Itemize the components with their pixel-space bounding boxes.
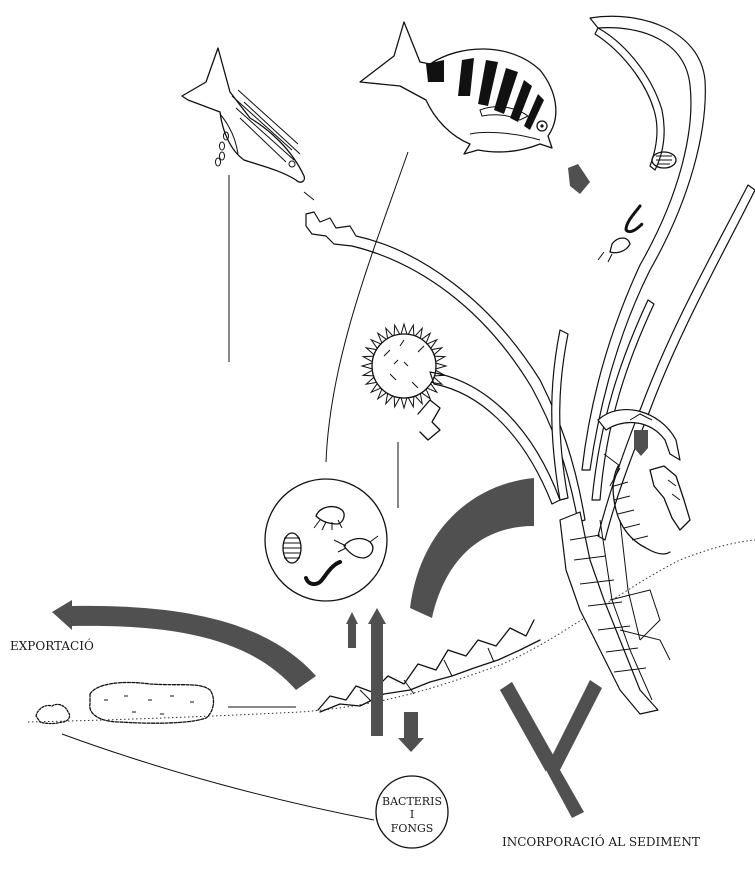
sediment-label: INCORPORACIÓ AL SEDIMENT [502,833,700,849]
sea-bream-fish-icon [360,22,556,154]
invertebrates-circle-icon [265,479,387,601]
litter-up-arrow [368,608,386,736]
urchin-spine [427,340,437,349]
bream-grazing-arrow [568,164,590,194]
sea-cucumber-icon [36,682,213,723]
urchin-spine [427,384,437,393]
sediment-surface-line [28,540,755,722]
bacteria-conjunction-label: I [410,808,414,821]
amphipod-icon [314,507,344,530]
bacteria-down-arrow [398,712,424,752]
urchin-spine [422,389,431,399]
invertebrates-up-arrow [346,612,358,648]
urchin-spine [378,333,387,343]
isopod-icon [283,533,301,563]
shrimp-grazing-arrow [634,430,648,456]
urchin-spine [378,389,387,399]
urchin-spine [401,324,407,334]
urchin-spine [371,340,381,349]
epiphyte-fauna-icon [598,152,676,262]
urchin-spine [401,398,407,408]
fungi-label: FONGS [391,822,434,835]
bacteria-label: BACTERIS [382,795,442,808]
export-label: EXPORTACIÓ [10,637,94,653]
shrimp-small-icon [334,536,378,558]
urchin-spine [422,333,431,343]
litter-to-consumers-arrow [410,478,534,618]
link-salema-to-leaf [304,192,314,200]
polychaete-worm-icon [306,562,340,584]
link-cucumber-to-bacteria [62,734,374,820]
salema-fish-icon [182,48,304,182]
link-bream-to-invertebrates [326,152,408,462]
urchin-spine [362,363,372,369]
urchin-spine [436,363,446,369]
urchin-spine [371,384,381,393]
